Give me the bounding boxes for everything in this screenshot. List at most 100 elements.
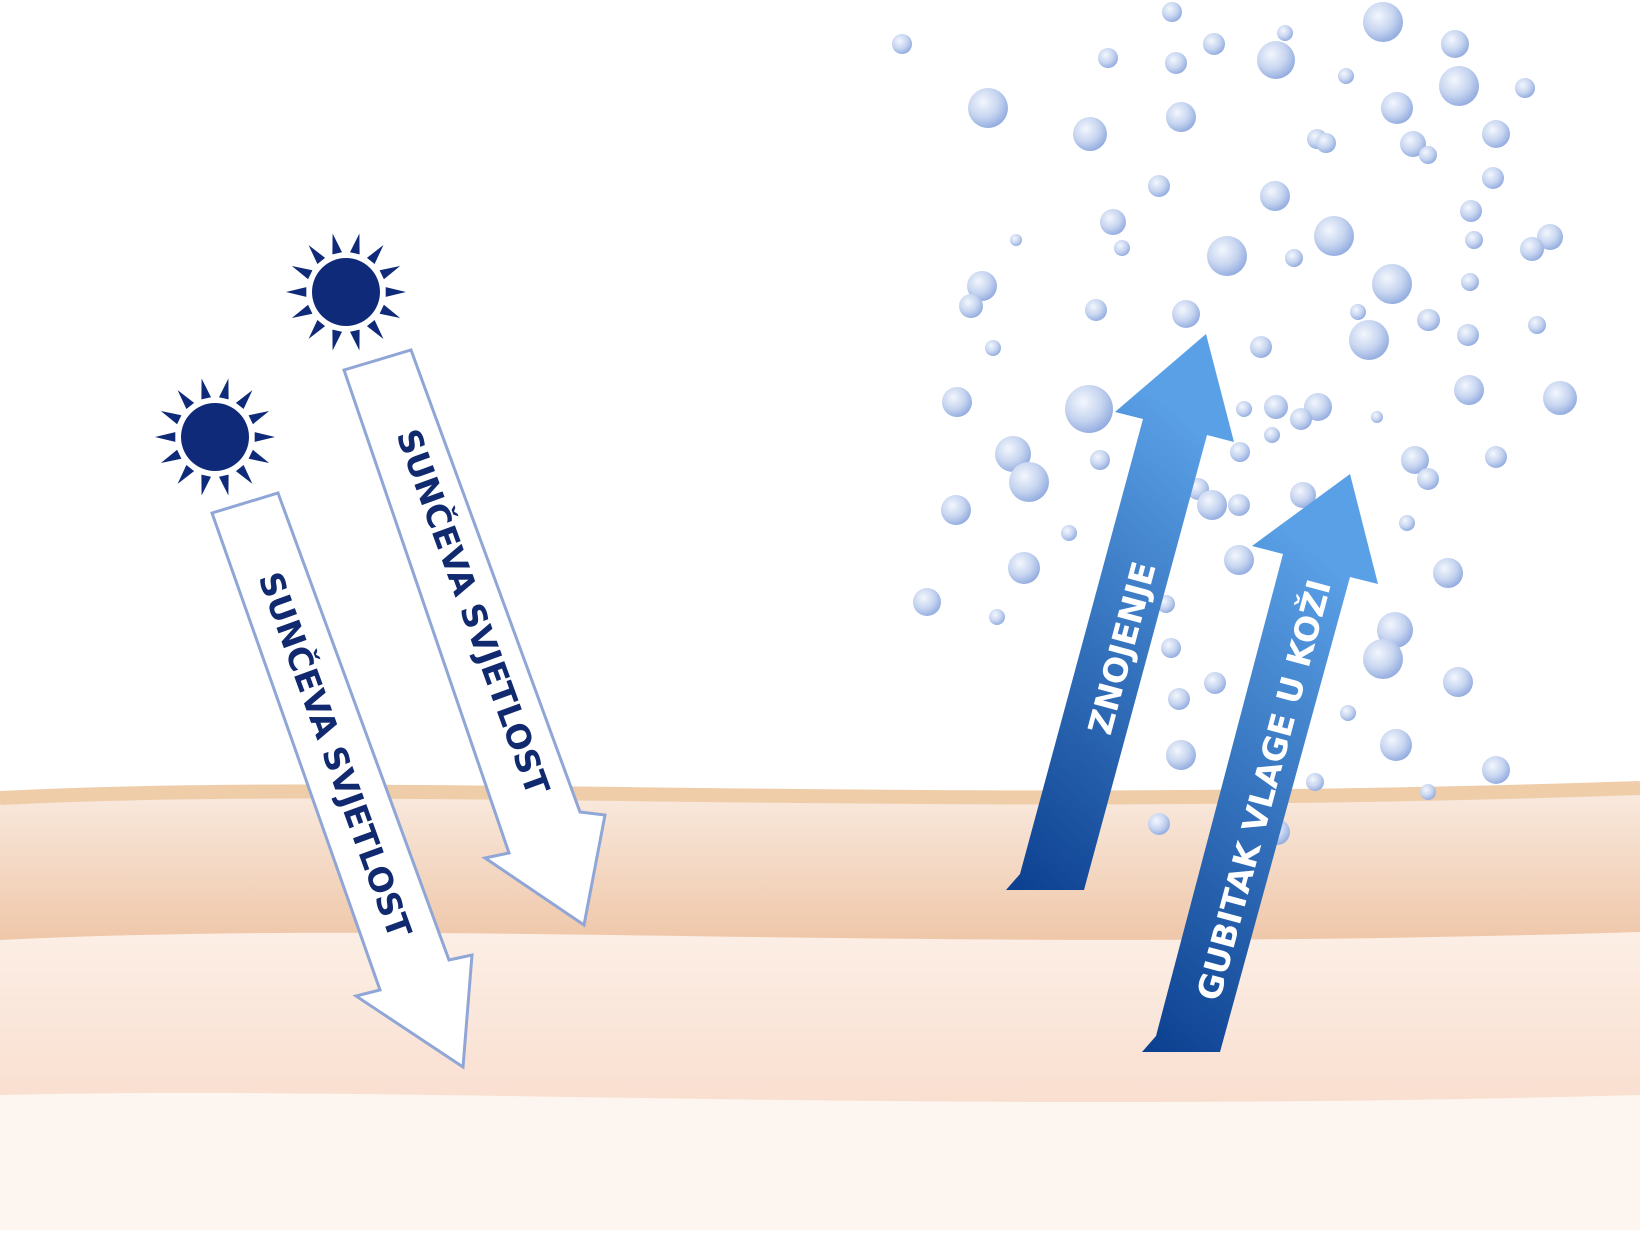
moisture-bubble-icon xyxy=(1485,446,1507,468)
moisture-bubble-icon xyxy=(1316,133,1336,153)
moisture-bubble-icon xyxy=(1304,393,1332,421)
moisture-bubble-icon xyxy=(892,34,912,54)
moisture-bubble-icon xyxy=(1148,813,1170,835)
moisture-bubble-icon xyxy=(1349,320,1389,360)
moisture-bubble-icon xyxy=(989,609,1005,625)
moisture-bubble-icon xyxy=(1401,446,1429,474)
moisture-bubble-icon xyxy=(942,387,972,417)
moisture-bubble-icon xyxy=(1065,385,1113,433)
moisture-bubble-icon xyxy=(1457,324,1479,346)
skin-layers xyxy=(0,781,1640,1230)
moisture-bubble-icon xyxy=(1165,52,1187,74)
sun-icon xyxy=(155,378,275,496)
sun-ray xyxy=(248,411,270,425)
sun-ray xyxy=(160,449,182,463)
moisture-bubble-icon xyxy=(1203,33,1225,55)
moisture-bubble-icon xyxy=(1197,490,1227,520)
moisture-bubble-icon xyxy=(959,294,983,318)
moisture-bubble-icon xyxy=(1537,224,1563,250)
sun-ray xyxy=(350,329,360,351)
moisture-bubble-icon xyxy=(1166,740,1196,770)
moisture-bubble-icon xyxy=(1166,102,1196,132)
sun-ray xyxy=(379,266,401,280)
moisture-bubble-icon xyxy=(1420,784,1436,800)
moisture-bubble-icon xyxy=(968,88,1008,128)
moisture-bubble-icon xyxy=(1172,300,1200,328)
sun-ray xyxy=(155,432,176,442)
sun-ray xyxy=(235,390,253,409)
sun-ray xyxy=(201,474,211,496)
sun-ray xyxy=(366,320,384,339)
sun-disc xyxy=(312,258,380,326)
moisture-bubble-icon xyxy=(941,495,971,525)
sun-ray xyxy=(160,411,182,425)
moisture-bubble-icon xyxy=(1228,494,1250,516)
moisture-bubble-icon xyxy=(1419,146,1437,164)
moisture-bubble-icon xyxy=(913,588,941,616)
sun-ray xyxy=(291,304,313,318)
moisture-bubble-icon xyxy=(1400,131,1426,157)
moisture-bubble-icon xyxy=(1290,408,1312,430)
sun-disc xyxy=(181,403,249,471)
moisture-bubble-icon xyxy=(1264,395,1288,419)
sun-ray xyxy=(379,304,401,318)
moisture-bubble-icon xyxy=(1168,688,1190,710)
moisture-bubble-icon xyxy=(1443,667,1473,697)
moisture-bubble-icon xyxy=(1100,209,1126,235)
moisture-bubble-icon xyxy=(1264,427,1280,443)
moisture-bubble-icon xyxy=(1314,216,1354,256)
moisture-bubble-icon xyxy=(1418,309,1440,331)
moisture-bubble-icon xyxy=(1350,304,1366,320)
moisture-bubble-icon xyxy=(1439,66,1479,106)
sweating-arrow-shape xyxy=(1006,334,1234,890)
moisture-bubbles xyxy=(892,2,1577,845)
skin-layer-deep xyxy=(0,1070,1640,1230)
moisture-bubble-icon xyxy=(1306,773,1324,791)
sun-ray xyxy=(366,245,384,264)
moisture-bubble-icon xyxy=(1204,672,1226,694)
moisture-bubble-icon xyxy=(1371,411,1383,423)
moisture-bubble-icon xyxy=(1010,234,1022,246)
moisture-bubble-icon xyxy=(1482,167,1504,189)
moisture-bubble-icon xyxy=(1285,249,1303,267)
moisture-bubble-icon xyxy=(1224,545,1254,575)
sun-ray xyxy=(235,465,253,484)
moisture-bubble-icon xyxy=(985,340,1001,356)
moisture-bubble-icon xyxy=(1161,638,1181,658)
moisture-bubble-icon xyxy=(1236,401,1252,417)
moisture-loss-arrow-shape xyxy=(1142,474,1378,1052)
moisture-bubble-icon xyxy=(1061,525,1077,541)
sun-ray xyxy=(308,320,326,339)
moisture-bubble-icon xyxy=(1009,462,1049,502)
moisture-bubble-icon xyxy=(1399,515,1415,531)
sun-ray xyxy=(308,245,326,264)
sun-ray xyxy=(332,233,342,255)
moisture-bubble-icon xyxy=(1290,482,1316,508)
moisture-bubble-icon xyxy=(1098,48,1118,68)
sun-ray xyxy=(248,449,270,463)
sunlight-arrow-2-shape xyxy=(342,348,607,928)
sun-ray xyxy=(219,474,229,496)
moisture-bubble-icon xyxy=(1008,552,1040,584)
moisture-bubble-icon xyxy=(1260,181,1290,211)
moisture-bubble-icon xyxy=(1441,30,1469,58)
sun-ray xyxy=(350,233,360,255)
moisture-bubble-icon xyxy=(1417,468,1439,490)
moisture-bubble-icon xyxy=(1114,240,1130,256)
moisture-bubble-icon xyxy=(1528,316,1546,334)
moisture-bubble-icon xyxy=(1250,336,1272,358)
moisture-bubble-icon xyxy=(1338,68,1354,84)
moisture-bubble-icon xyxy=(1363,639,1403,679)
moisture-bubble-icon xyxy=(1377,612,1413,648)
moisture-bubble-icon xyxy=(1277,25,1293,41)
sun-ray xyxy=(201,378,211,400)
moisture-bubble-icon xyxy=(1363,2,1403,42)
sun-ray xyxy=(177,465,195,484)
moisture-bubble-icon xyxy=(1148,175,1170,197)
moisture-bubble-icon xyxy=(1465,231,1483,249)
sun-ray xyxy=(385,287,406,297)
moisture-bubble-icon xyxy=(1515,78,1535,98)
moisture-bubble-icon xyxy=(967,271,997,301)
